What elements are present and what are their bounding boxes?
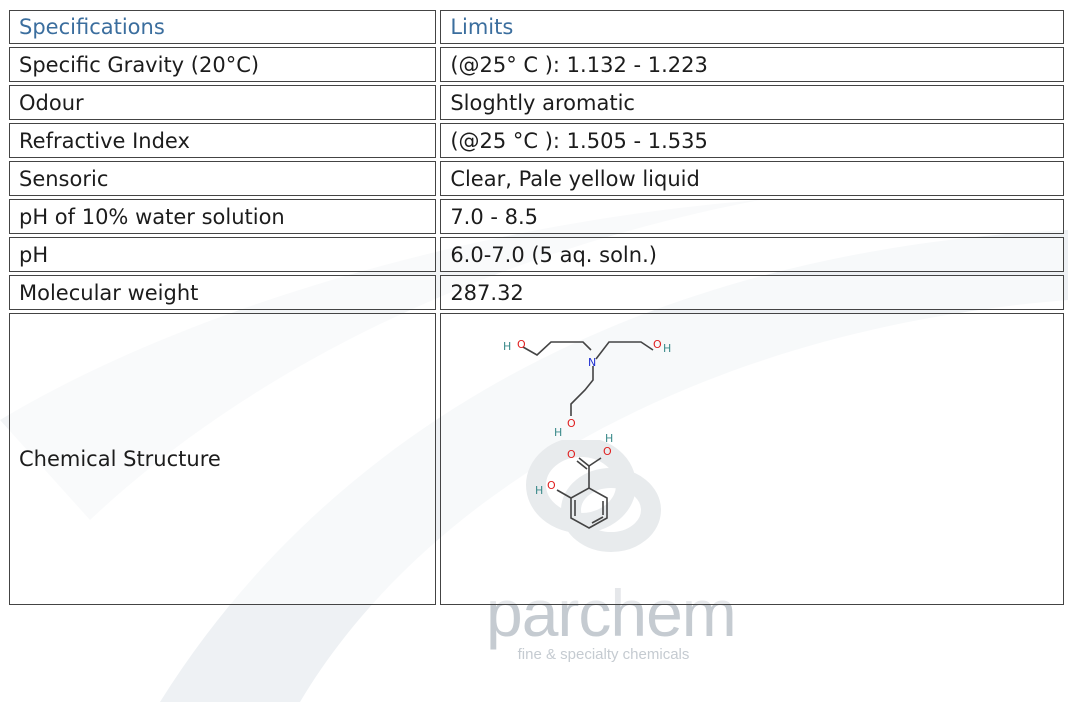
atom-o: O (567, 448, 576, 461)
limit-cell: (@25 °C ): 1.505 - 1.535 (440, 123, 1064, 158)
spec-cell: Odour (9, 85, 437, 120)
spec-cell: pH (9, 237, 437, 272)
atom-o: O (547, 479, 556, 492)
limit-cell: 7.0 - 8.5 (440, 199, 1064, 234)
structure-cell: H O N O H O H (440, 313, 1064, 605)
atom-h: H (663, 342, 671, 355)
atom-o: O (603, 445, 612, 458)
atom-o: O (653, 338, 662, 351)
atom-h: H (605, 432, 613, 445)
table-row: pH of 10% water solution 7.0 - 8.5 (9, 199, 1064, 234)
spec-cell: Chemical Structure (9, 313, 437, 605)
spec-cell: pH of 10% water solution (9, 199, 437, 234)
table-row: Specific Gravity (20°C) (@25° C ): 1.132… (9, 47, 1064, 82)
table-row: Odour Sloghtly aromatic (9, 85, 1064, 120)
atom-o: O (517, 338, 526, 351)
atom-h: H (503, 340, 511, 353)
atom-h: H (554, 426, 562, 439)
header-specifications: Specifications (9, 10, 437, 44)
limit-cell: (@25° C ): 1.132 - 1.223 (440, 47, 1064, 82)
salicylic-acid-atoms: O O H O H (535, 432, 613, 497)
watermark-tagline: fine & specialty chemicals (517, 646, 690, 663)
spec-cell: Sensoric (9, 161, 437, 196)
table-row: Molecular weight 287.32 (9, 275, 1064, 310)
table-row: Refractive Index (@25 °C ): 1.505 - 1.53… (9, 123, 1064, 158)
table-row: Sensoric Clear, Pale yellow liquid (9, 161, 1064, 196)
table-header-row: Specifications Limits (9, 10, 1064, 44)
atom-n: N (588, 356, 596, 369)
limit-cell: Clear, Pale yellow liquid (440, 161, 1064, 196)
triethanolamine-bonds (522, 341, 654, 416)
limit-cell: Sloghtly aromatic (440, 85, 1064, 120)
atom-o: O (567, 417, 576, 430)
limit-cell: 6.0-7.0 (5 aq. soln.) (440, 237, 1064, 272)
table-row: pH 6.0-7.0 (5 aq. soln.) (9, 237, 1064, 272)
spec-cell: Molecular weight (9, 275, 437, 310)
atom-h: H (535, 484, 543, 497)
spec-cell: Refractive Index (9, 123, 437, 158)
chemical-structure-diagram: H O N O H O H (503, 338, 672, 529)
limit-cell: 287.32 (440, 275, 1064, 310)
table-row-chemical-structure: Chemical Structure H O N O H O (9, 313, 1064, 605)
spec-cell: Specific Gravity (20°C) (9, 47, 437, 82)
specifications-table: Specifications Limits Specific Gravity (… (5, 7, 1068, 608)
header-limits: Limits (440, 10, 1064, 44)
salicylic-acid-bonds (556, 457, 609, 529)
